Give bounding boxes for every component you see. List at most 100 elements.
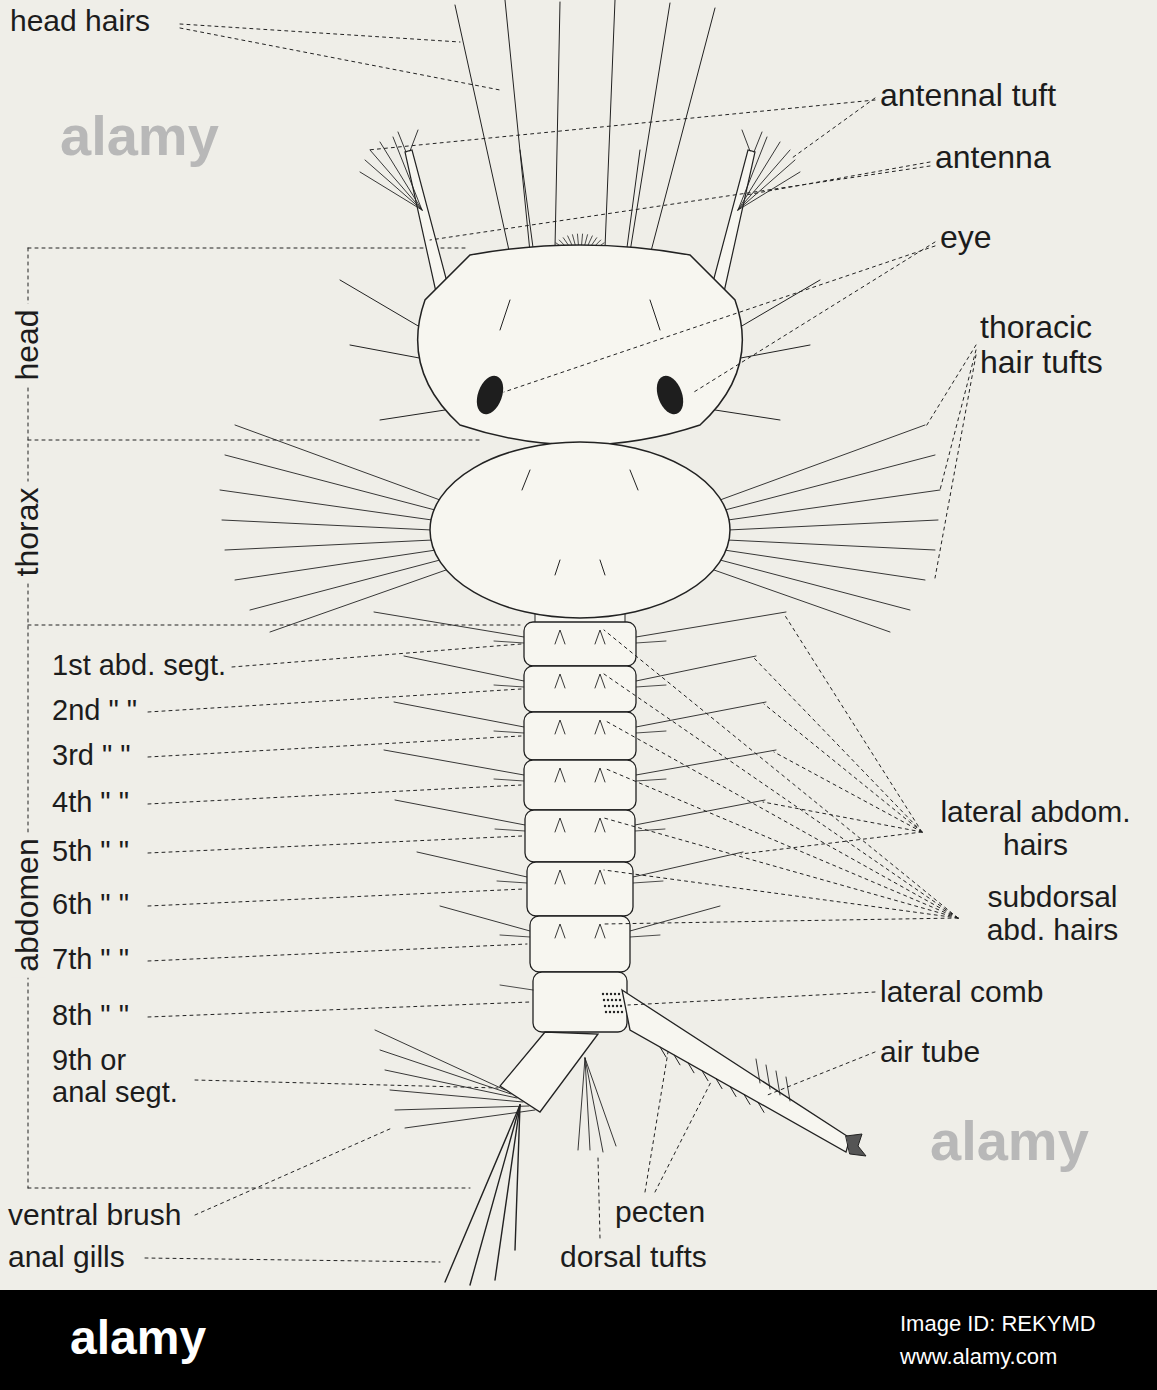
bracket-line [28,440,480,441]
thorax-seta [522,470,530,490]
lateral-abdominal-hair [636,656,756,681]
comb-scale [614,993,616,995]
leader-line [765,1052,875,1096]
head-hair [455,5,510,255]
comb-scale [603,999,605,1001]
leader-line [368,100,875,150]
segment-label: 7th " " [52,944,129,976]
anal-gill [495,1105,520,1280]
comb-scale [612,1005,614,1007]
lateral-abdominal-hair [635,829,665,831]
lateral-abdominal-hair [636,731,666,733]
antenna-shape [713,150,755,292]
comb-scale [610,993,612,995]
segment-label: 6th " " [52,889,129,921]
thoracic-hair [727,540,935,550]
lateral-abdominal-hair [384,750,524,775]
leader-line [694,242,935,392]
lateral-abdominal-hair [494,731,524,733]
leader-line [940,350,976,490]
lateral-abdominal-hair [636,612,786,637]
leader-line [180,28,500,90]
antenna-spine [754,132,762,152]
region-label: head [10,303,45,386]
antennal-tuft [738,137,767,210]
antennal-tuft [360,172,422,210]
ventral-brush-hair [375,1030,505,1090]
head-hair [630,3,670,252]
lateral-abdominal-hair [497,881,527,883]
anal-gill [515,1105,520,1250]
image-id: Image ID: REKYMD [900,1312,1096,1336]
segment-label: 4th " " [52,787,129,819]
segment-label: 8th " " [52,1000,129,1032]
region-label: abdomen [10,832,45,977]
lateral-abdominal-hair [636,702,766,727]
antennal-tuft [738,142,780,210]
pecten-tooth [716,1079,722,1089]
leader-line [628,992,875,1005]
lateral-abdominal-hair [494,779,524,781]
lateral-abdominal-hair [440,906,530,931]
leader-line [604,818,958,918]
subdorsal-hair [555,720,565,734]
eye-spot [472,372,508,418]
thoracic-hair [720,560,910,610]
air-tube-shape [622,990,850,1152]
head-hair [340,280,425,330]
lateral-abdominal-hair [633,852,743,877]
leader-line [655,1080,712,1192]
leader-line [645,1052,668,1192]
thoracic-hair [222,520,432,530]
leader-line [935,355,976,578]
antennal-tuft [738,160,795,210]
ventral-brush-hair [385,1070,517,1098]
antennal-tuft [393,137,422,210]
watermark-url: www.alamy.com [900,1345,1057,1369]
leader-line [764,704,922,832]
abdominal-segment [525,810,635,862]
thoracic-hair [225,540,433,550]
leader-line [604,674,958,918]
head-seta [500,300,510,330]
watermark-bar [0,1290,1157,1390]
leader-line [148,889,524,906]
head-hair [505,0,530,252]
leader-line [746,162,930,195]
leader-line [195,1128,392,1215]
head-hair [605,0,615,248]
thoracic-hair [250,560,440,610]
abdominal-segment [524,760,636,810]
leader-line [148,1002,530,1017]
anal-segment [500,1032,598,1112]
thoracic-hair [728,520,938,530]
lateral-abdominal-hair [395,800,525,825]
subdorsal-hair [595,870,605,884]
head-capsule [418,245,743,445]
lateral-abdominal-hair [630,906,720,931]
thoracic-hair [235,550,436,580]
lateral-abdominal-hair [495,829,525,831]
subdorsal-hair [595,720,605,734]
part-label: eye [940,220,992,255]
leader-line [148,736,521,757]
lateral-abdominal-hair [394,702,524,727]
antennal-tuft [380,142,422,210]
antenna-spine [398,132,406,152]
leader-line [774,752,922,832]
subdorsal-hair [595,630,605,644]
lateral-abdominal-hair [494,685,524,687]
comb-scale [604,1005,606,1007]
part-label: anal gills [8,1240,125,1273]
thoracic-hair [270,570,446,632]
leader-line [754,658,922,832]
watermark: alamy [930,1110,1089,1172]
segment-label: 5th " " [52,836,129,868]
pecten-tooth [660,1047,666,1057]
thoracic-hair [235,425,440,500]
lateral-abdominal-hair [633,881,663,883]
thoracic-hair [725,455,935,510]
subdorsal-hair [555,630,565,644]
comb-scale [613,1011,615,1013]
